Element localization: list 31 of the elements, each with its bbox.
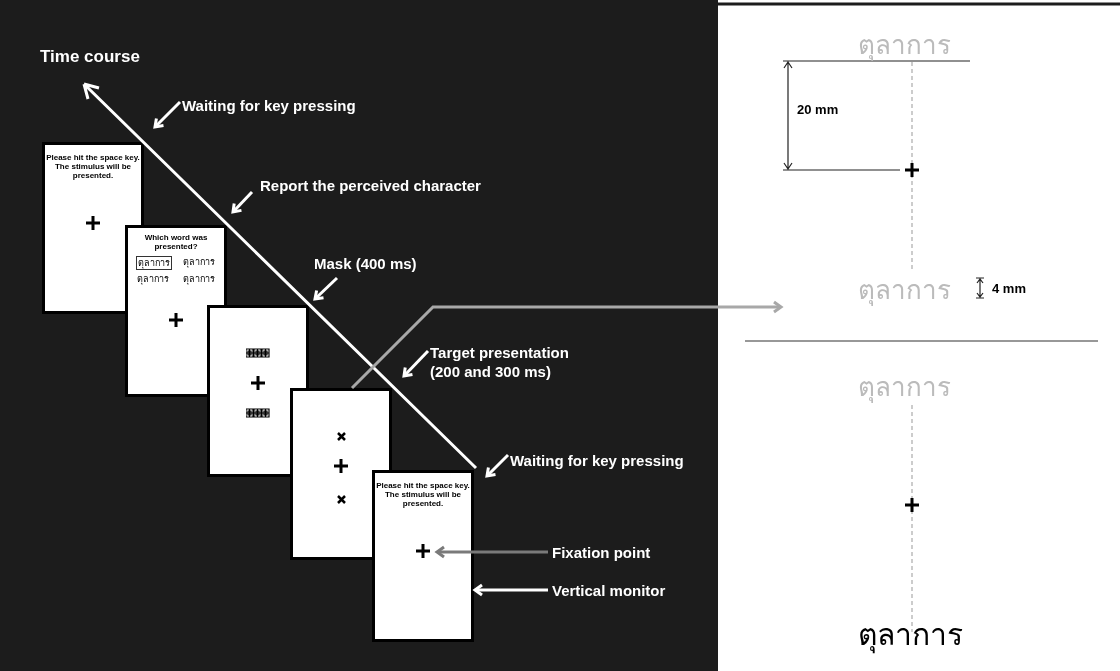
arrow	[473, 583, 548, 597]
callout-text: Waiting for key pressing	[182, 96, 356, 115]
callout-text: Vertical monitor	[552, 581, 666, 600]
dimension-label: 20 mm	[797, 102, 839, 117]
instruction-text: Please hit the space key. The stimulus will be presented.	[376, 481, 470, 508]
word-option: ตุลาการ	[136, 273, 170, 285]
arrow	[350, 300, 783, 390]
callout-text: Report the perceived character	[260, 176, 481, 195]
arrow	[485, 453, 510, 478]
callout-text: Target presentation (200 and 300 ms)	[430, 343, 595, 381]
arrow	[231, 190, 254, 214]
monitor-screen	[372, 470, 474, 642]
question-text: Which word was presented?	[143, 233, 209, 251]
axis-title: Time course	[40, 47, 140, 67]
callout-text: Waiting for key pressing	[510, 451, 684, 470]
arrow	[153, 100, 182, 129]
thai-word: ตุลาการ	[858, 372, 951, 402]
dimension-label: 4 mm	[992, 281, 1026, 296]
word-option: ตุลาการ	[182, 256, 216, 268]
callout-text: Mask (400 ms)	[314, 254, 417, 273]
instruction-text: Please hit the space key. The stimulus will be presented.	[46, 153, 140, 180]
arrow	[402, 349, 430, 378]
arrow	[435, 545, 548, 559]
monitor-screen	[125, 225, 227, 397]
thai-word: ตุลาการ	[858, 30, 951, 60]
monitor-screen	[207, 305, 309, 477]
arrow	[313, 276, 339, 301]
thai-word: ตุลาการ	[858, 275, 951, 305]
callout-text: Fixation point	[552, 543, 651, 562]
word-option: ตุลาการ	[182, 273, 216, 285]
selected-word-option: ตุลาการ	[136, 256, 172, 270]
